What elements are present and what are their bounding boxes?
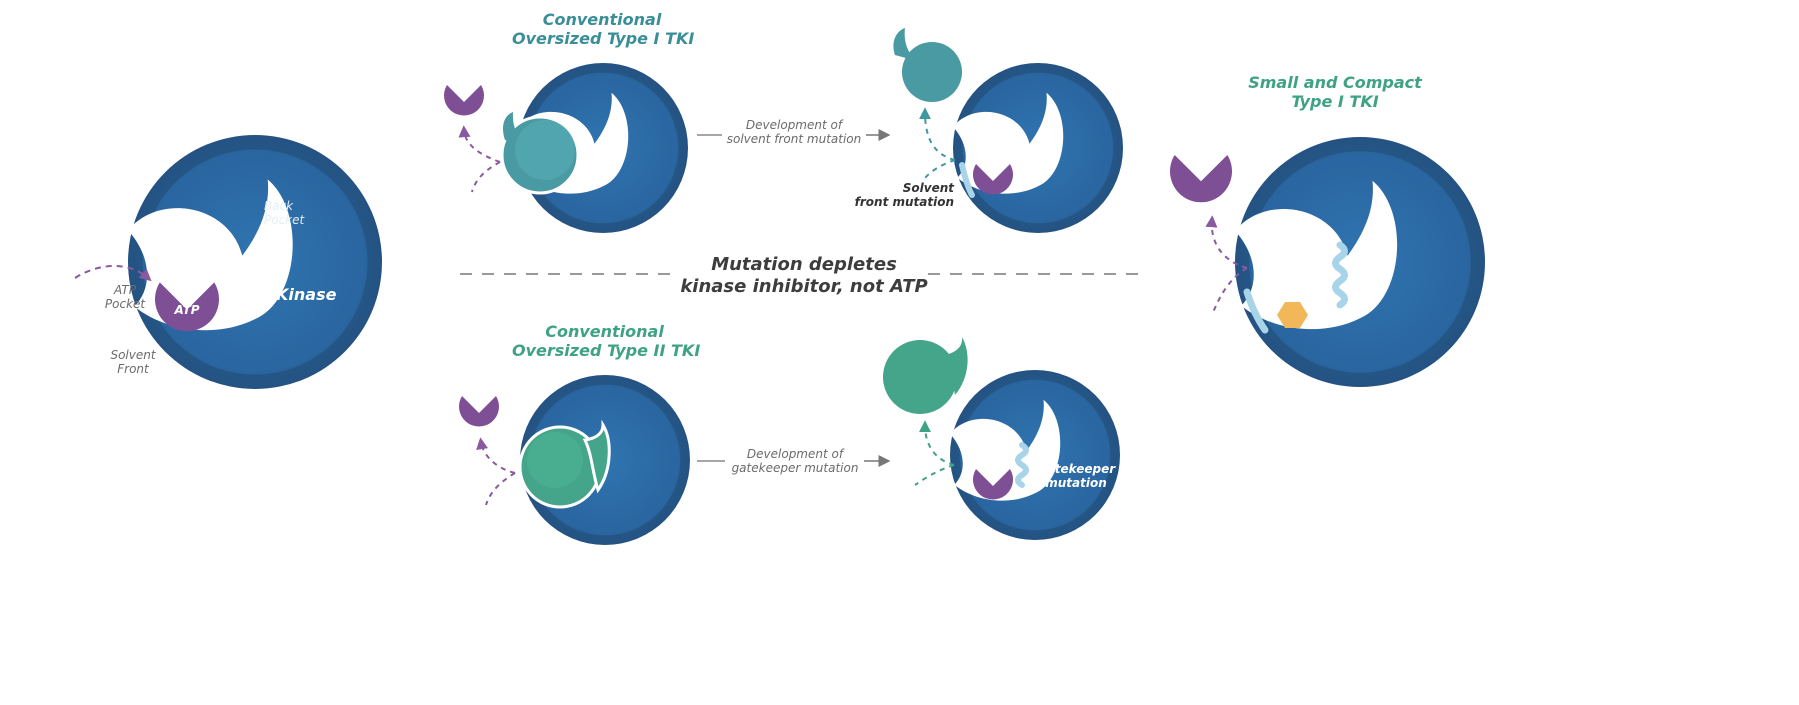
inhibitor-release-arrow xyxy=(919,420,955,466)
divider-caption-line2: kinase inhibitor, not ATP xyxy=(680,275,928,297)
mutation-label-line1: Gatekeeper xyxy=(1036,462,1116,476)
atp-entry-arrow xyxy=(74,265,152,282)
back-pocket-label: Back Pocket xyxy=(264,199,305,228)
arrow-label-line2: gatekeeper mutation xyxy=(731,461,859,476)
gatekeeper-arrow-label: Development of gatekeeper mutation xyxy=(725,447,865,476)
atp-entry-path xyxy=(924,159,956,179)
mutation-label-line2: front mutation xyxy=(854,195,954,210)
solvent-front-arrow-label: Development of solvent front mutation xyxy=(722,118,866,147)
compact-inhibitor-hexagon xyxy=(1277,302,1308,328)
displaced-atp xyxy=(459,396,499,427)
type1-title-line1: Conventional xyxy=(542,10,662,29)
gatekeeper-mutation-mark xyxy=(1015,442,1029,488)
arrow-label-line1: Development of xyxy=(745,118,843,132)
divider-caption: Mutation depletes kinase inhibitor, not … xyxy=(680,254,928,297)
inhibitor-release-arrow xyxy=(919,107,956,161)
kinase-label: Kinase xyxy=(276,285,337,304)
atp-release-arrow xyxy=(458,125,501,163)
atp-pocket-label: ATP Pocket xyxy=(104,283,146,312)
compact-tki-panel xyxy=(1170,137,1485,387)
solvent-front-mutation-mark xyxy=(959,162,975,198)
type2-title-line2: Oversized Type II TKI xyxy=(512,341,701,361)
solvent-front-mutation-label: Solvent front mutation xyxy=(850,181,954,210)
solvent-front-mark xyxy=(1243,288,1269,334)
atp-entry-path xyxy=(914,464,955,486)
type1-title-line2: Oversized Type I TKI xyxy=(512,29,695,49)
atp-entry-path xyxy=(1211,267,1248,316)
type1-inhibitor xyxy=(500,112,580,195)
atp-release-arrow xyxy=(1205,215,1248,269)
atp-release-arrow xyxy=(476,437,516,474)
mutation-label-line2: mutation xyxy=(1045,476,1107,491)
type2-inhibitor xyxy=(518,419,611,509)
type2-title-line1: Conventional xyxy=(545,322,664,341)
arrow-label-line2: solvent front mutation xyxy=(726,132,862,147)
type1-title: Conventional Oversized Type I TKI xyxy=(512,10,695,49)
displaced-atp xyxy=(444,85,484,116)
compact-title-line2: Type I TKI xyxy=(1291,92,1379,112)
compact-title: Small and Compact Type I TKI xyxy=(1245,73,1425,111)
kinase-panel xyxy=(74,135,382,389)
mutation-label-line1: Solvent xyxy=(902,181,954,195)
type2-title: Conventional Oversized Type II TKI xyxy=(512,322,701,361)
compact-title-line1: Small and Compact xyxy=(1248,73,1422,92)
divider-caption-line1: Mutation depletes xyxy=(711,254,897,275)
type1-tki-panel xyxy=(444,28,1123,233)
atp-label: ATP xyxy=(174,303,200,317)
atp-entry-path xyxy=(471,161,501,193)
type2-tki-panel xyxy=(459,337,1120,545)
released-type2-inhibitor xyxy=(883,337,968,414)
released-type1-inhibitor xyxy=(893,28,962,102)
arrow-label-line1: Development of xyxy=(746,447,844,461)
displaced-atp xyxy=(1170,154,1232,203)
solvent-front-label: Solvent Front xyxy=(110,348,156,377)
gatekeeper-mark xyxy=(1332,241,1348,309)
atp-entry-path xyxy=(485,472,516,506)
gatekeeper-mutation-label: Gatekeeper mutation xyxy=(1036,462,1116,491)
